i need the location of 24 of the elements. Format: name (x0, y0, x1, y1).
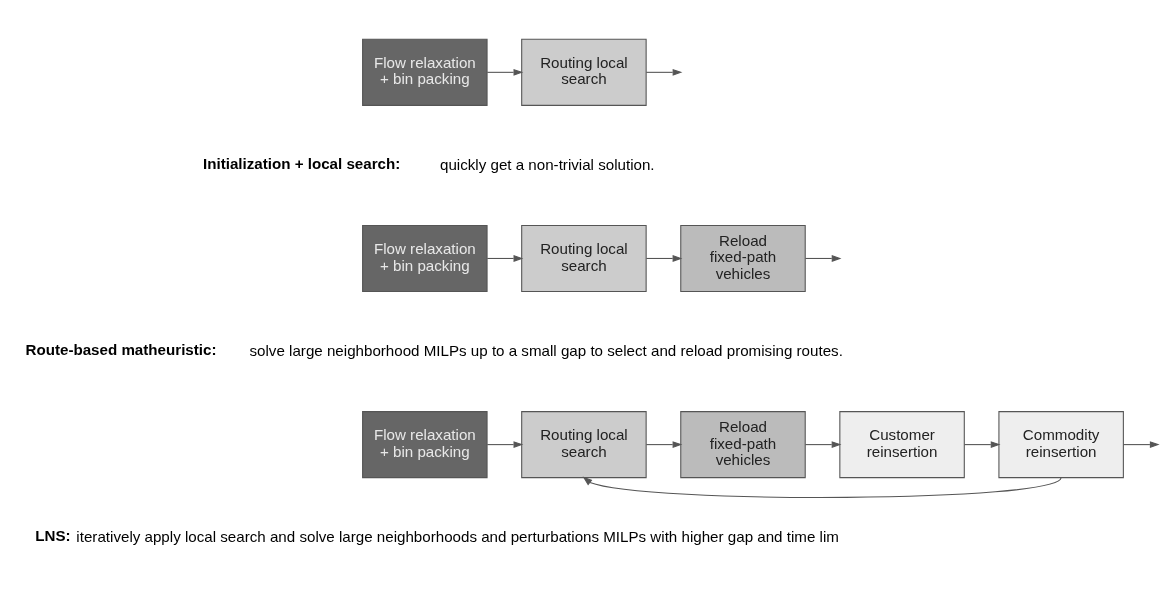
node-box: Routing local search (521, 410, 647, 478)
arrow (582, 476, 1062, 498)
arrow (645, 68, 683, 76)
node-box: Reload fixed-path vehicles (680, 410, 806, 478)
arrow (486, 440, 524, 448)
arrow (804, 440, 842, 448)
node-box: Flow relaxation + bin packing (362, 224, 488, 292)
arrow (486, 68, 524, 76)
label: LNS: iteratively apply local search and solve large neighborhoods and perturbations MILPs with higher gap and time lim (35, 526, 839, 545)
label: Route-based matheuristic: solve large neighborhood MILPs up to a small gap to select and reload promising routes. (25, 340, 843, 359)
node-box: Routing local search (521, 224, 647, 292)
arrow (486, 254, 524, 262)
arrow (1123, 440, 1160, 448)
node-box: Flow relaxation + bin packing (362, 410, 488, 478)
label: Initialization + local search: quickly get a non-trivial solution. (202, 154, 655, 173)
node-box: Customer reinsertion (839, 410, 965, 478)
node-box: Commodity reinsertion (998, 410, 1124, 478)
node-box: Flow relaxation + bin packing (362, 38, 488, 106)
node-box: Reload fixed-path vehicles (680, 224, 806, 292)
arrow (645, 254, 683, 262)
node-box: Routing local search (521, 38, 647, 106)
arrow (804, 254, 842, 262)
arrow (645, 440, 683, 448)
arrow (964, 440, 1001, 448)
